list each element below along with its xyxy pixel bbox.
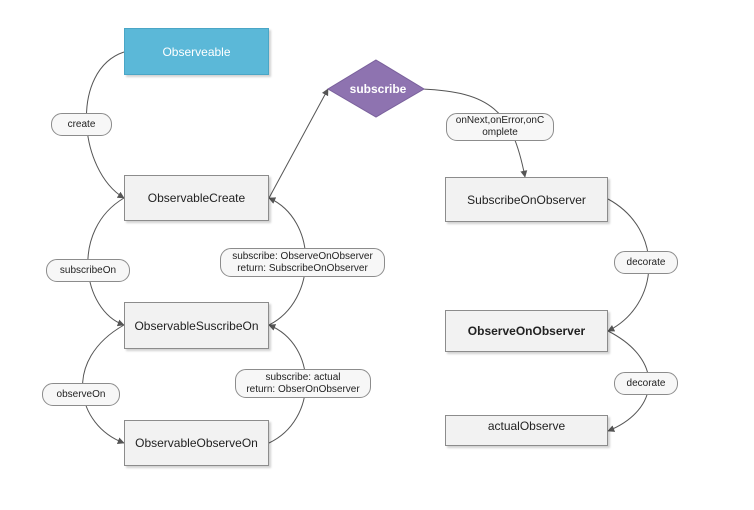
observable-observe-on-label: ObservableObserveOn: [135, 436, 258, 450]
observe-on-edge-label: observeOn: [42, 383, 120, 406]
decorate-edge-label-2: decorate: [614, 372, 678, 395]
observe-on-observer-label: ObserveOnObserver: [467, 324, 586, 338]
subscribe-on-observer-label: SubscribeOnObserver: [467, 192, 586, 207]
observeable-node: Observeable: [124, 28, 269, 75]
subscribe-diamond: [327, 59, 425, 118]
onnext-edge-label: onNext,onError,onC omplete: [446, 113, 554, 141]
subscribe-on-observer-node: SubscribeOnObserver: [445, 177, 608, 222]
actual-observe-node: actualObserve: [445, 415, 608, 446]
observe-on-observer-node: ObserveOnObserver: [445, 310, 608, 352]
observable-create-node: ObservableCreate: [124, 175, 269, 221]
edge-to-subscribe: [268, 88, 329, 199]
edge-onnext: [421, 88, 528, 178]
observeable-node-label: Observeable: [162, 44, 231, 59]
observable-create-label: ObservableCreate: [147, 191, 246, 205]
actual-observe-label: actualObserve: [487, 419, 566, 433]
subscribe-observeonobserver-edge-label: subscribe: ObserveOnObserver return: Sub…: [220, 248, 385, 277]
observable-subscribe-on-label: ObservableSuscribeOn: [134, 318, 259, 333]
subscribe-node-label: subscribe: [349, 82, 407, 96]
create-edge-label: create: [51, 113, 112, 136]
observable-subscribe-on-node: ObservableSuscribeOn: [124, 302, 269, 349]
subscribe-on-edge-label: subscribeOn: [46, 259, 130, 282]
observable-observe-on-node: ObservableObserveOn: [124, 420, 269, 466]
decorate-edge-label-1: decorate: [614, 251, 678, 274]
subscribe-actual-edge-label: subscribe: actual return: ObserOnObserve…: [235, 369, 371, 398]
